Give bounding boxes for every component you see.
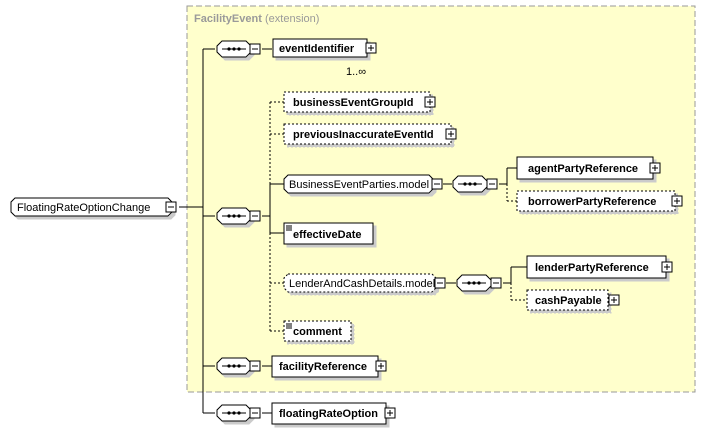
- simple-content-icon: [286, 323, 292, 329]
- simple-content-icon: [286, 225, 292, 231]
- expand-icon[interactable]: [365, 42, 377, 54]
- extension-note: (extension): [265, 13, 319, 25]
- element-label: effectiveDate: [293, 229, 361, 241]
- group-business-event-parties-model[interactable]: BusinessEventParties.model: [283, 174, 443, 194]
- sequence-compositor-business-event-parties[interactable]: [452, 175, 498, 193]
- collapse-icon[interactable]: [249, 360, 261, 372]
- element-cash-payable[interactable]: cashPayable: [526, 289, 620, 311]
- collapse-icon[interactable]: [249, 43, 261, 55]
- collapse-icon[interactable]: [165, 201, 177, 213]
- element-label: businessEventGroupId: [293, 97, 413, 109]
- expand-icon[interactable]: [661, 261, 673, 273]
- element-business-event-group-id[interactable]: businessEventGroupId: [283, 91, 436, 113]
- expand-icon[interactable]: [445, 128, 457, 140]
- element-label: cashPayable: [535, 295, 602, 307]
- root-element-label: FloatingRateOptionChange: [17, 202, 150, 214]
- collapse-icon[interactable]: [490, 277, 502, 289]
- group-label: BusinessEventParties.model: [289, 179, 429, 191]
- group-lender-and-cash-details-model[interactable]: LenderAndCashDetails.model: [283, 273, 446, 293]
- expand-icon[interactable]: [424, 96, 436, 108]
- element-event-identifier[interactable]: eventIdentifier 1..∞: [272, 38, 377, 78]
- expand-icon[interactable]: [608, 294, 620, 306]
- element-facility-reference[interactable]: facilityReference: [271, 355, 387, 378]
- extension-type-name: FacilityEvent: [194, 13, 262, 25]
- collapse-icon[interactable]: [249, 210, 261, 222]
- optional-connectors: [269, 101, 527, 332]
- element-effective-date[interactable]: effectiveDate: [283, 222, 374, 245]
- root-element-floating-rate-option-change[interactable]: FloatingRateOptionChange: [10, 197, 177, 217]
- expand-icon[interactable]: [671, 195, 683, 207]
- expand-icon[interactable]: [649, 162, 661, 174]
- group-label: LenderAndCashDetails.model: [289, 278, 435, 290]
- cardinality-label: 1..∞: [346, 66, 366, 78]
- collapse-icon[interactable]: [249, 407, 261, 419]
- collapse-icon[interactable]: [431, 178, 443, 190]
- element-agent-party-reference[interactable]: agentPartyReference: [516, 156, 661, 180]
- collapse-icon[interactable]: [434, 277, 446, 289]
- element-floating-rate-option[interactable]: floatingRateOption: [271, 402, 396, 425]
- element-previous-inaccurate-event-id[interactable]: previousInaccurateEventId: [283, 123, 457, 145]
- element-label: eventIdentifier: [279, 43, 355, 55]
- connectors: [179, 48, 527, 414]
- element-comment[interactable]: comment: [283, 320, 352, 342]
- element-label: comment: [293, 326, 342, 338]
- element-borrower-party-reference[interactable]: borrowerPartyReference: [516, 190, 683, 212]
- element-label: borrowerPartyReference: [528, 196, 656, 208]
- expand-icon[interactable]: [375, 360, 387, 372]
- element-label: previousInaccurateEventId: [293, 129, 434, 141]
- expand-icon[interactable]: [384, 407, 396, 419]
- element-label: facilityReference: [279, 361, 367, 373]
- sequence-compositor-4[interactable]: [216, 404, 261, 422]
- sequence-compositor-3[interactable]: [216, 357, 261, 375]
- sequence-compositor-lender-and-cash-details[interactable]: [456, 274, 502, 292]
- collapse-icon[interactable]: [486, 178, 498, 190]
- element-label: lenderPartyReference: [535, 262, 649, 274]
- element-lender-party-reference[interactable]: lenderPartyReference: [526, 255, 673, 279]
- element-label: agentPartyReference: [528, 163, 638, 175]
- sequence-compositor-2[interactable]: [216, 207, 261, 225]
- sequence-compositor-1[interactable]: [216, 40, 261, 58]
- element-label: floatingRateOption: [279, 408, 378, 420]
